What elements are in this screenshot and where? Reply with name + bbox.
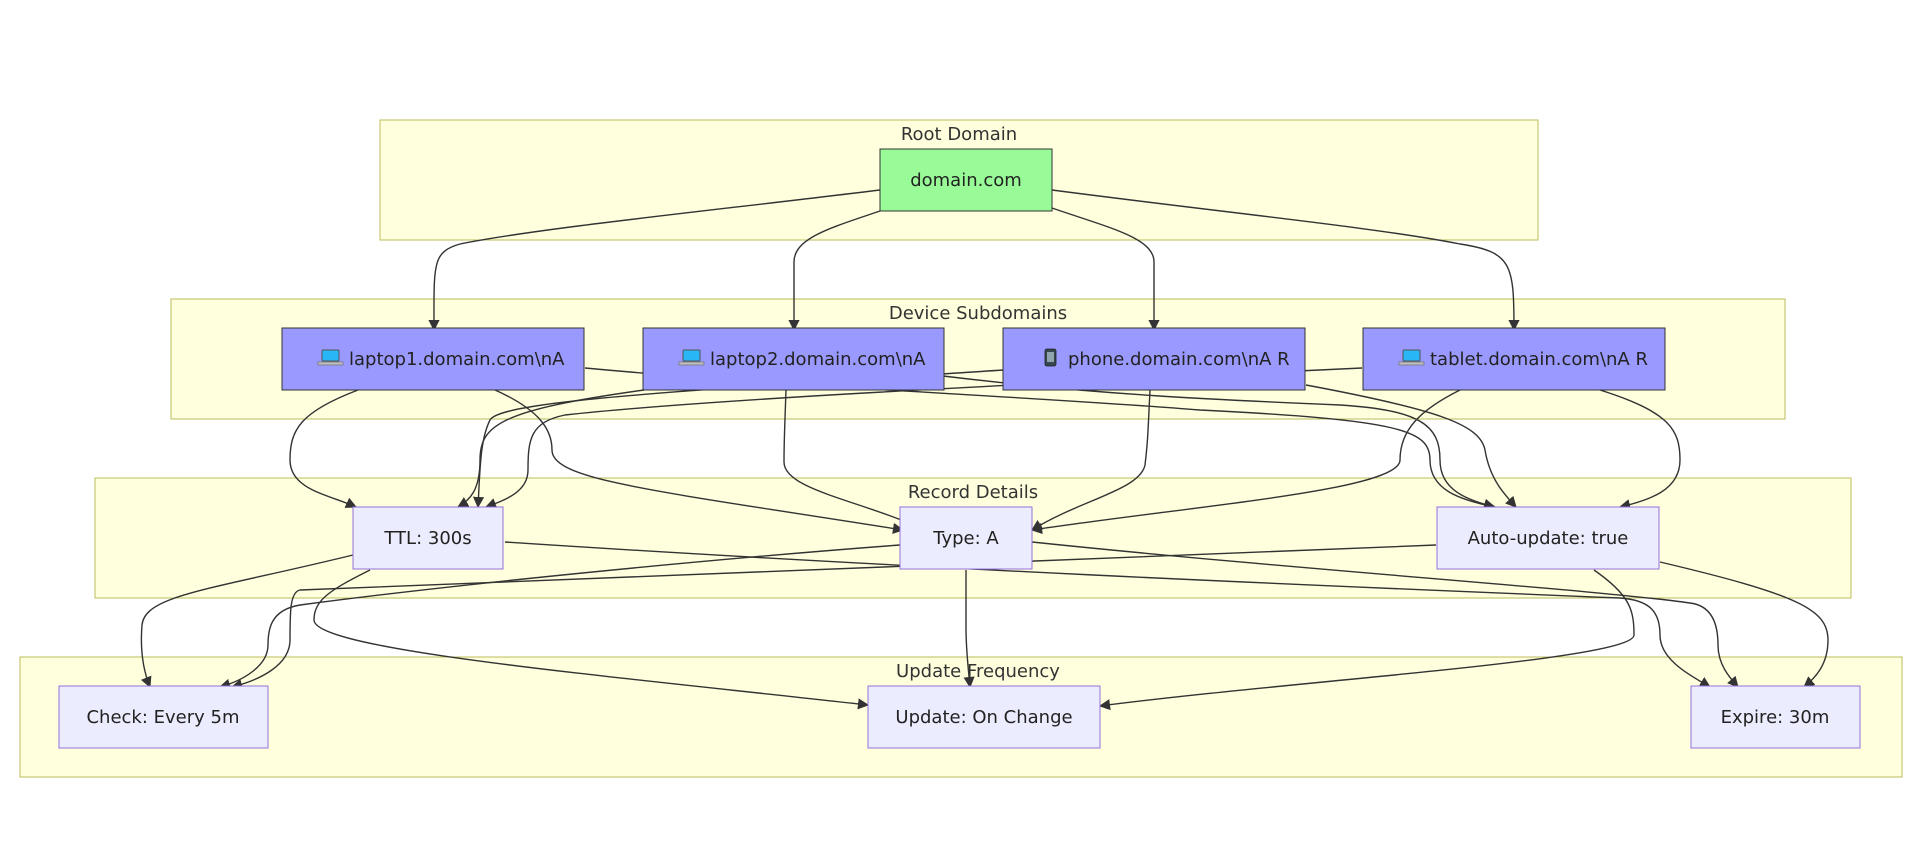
edge-laptop1-type bbox=[494, 389, 905, 534]
edge-domain-laptop1 bbox=[428, 189, 881, 332]
cluster-record-details-label: Record Details bbox=[908, 482, 1038, 503]
laptop-icon bbox=[1398, 349, 1425, 366]
edge-phone-autoupdate bbox=[1305, 384, 1517, 508]
node-laptop2[interactable]: laptop2.domain.com\nA bbox=[642, 327, 945, 391]
cluster-device-subdomains-label: Device Subdomains bbox=[889, 303, 1067, 324]
cluster-update-frequency-label: Update Frequency bbox=[896, 661, 1060, 682]
edge-domain-phone bbox=[1051, 207, 1160, 332]
node-check-label: Check: Every 5m bbox=[86, 707, 239, 728]
node-update[interactable]: Update: On Change bbox=[867, 685, 1101, 749]
node-laptop1-label: laptop1.domain.com\nA bbox=[349, 349, 565, 370]
edge-tablet-autoupdate bbox=[1599, 389, 1681, 511]
node-type[interactable]: Type: A bbox=[899, 506, 1033, 570]
edge-tablet-type bbox=[1030, 389, 1461, 535]
laptop-icon bbox=[678, 349, 705, 366]
node-update-label: Update: On Change bbox=[895, 707, 1072, 728]
node-phone[interactable]: phone.domain.com\nA R bbox=[1002, 327, 1306, 391]
node-autoupdate-label: Auto-update: true bbox=[1468, 528, 1629, 549]
node-expire-label: Expire: 30m bbox=[1721, 707, 1830, 728]
edge-ttl-expire bbox=[504, 541, 1711, 688]
node-tablet[interactable]: tablet.domain.com\nA R bbox=[1362, 327, 1666, 391]
edge-phone-type bbox=[1031, 389, 1151, 531]
node-laptop1[interactable]: laptop1.domain.com\nA bbox=[281, 327, 585, 391]
phone-icon bbox=[1044, 348, 1057, 367]
edge-domain-tablet bbox=[1051, 189, 1520, 332]
node-ttl[interactable]: TTL: 300s bbox=[352, 506, 504, 570]
node-ttl-label: TTL: 300s bbox=[383, 528, 471, 549]
edge-ttl-check bbox=[140, 554, 354, 689]
edge-type-update bbox=[963, 570, 975, 689]
edge-laptop2-type bbox=[783, 389, 927, 531]
node-phone-label: phone.domain.com\nA R bbox=[1068, 349, 1290, 370]
edge-type-check bbox=[218, 544, 901, 690]
node-expire[interactable]: Expire: 30m bbox=[1690, 685, 1861, 749]
edge-laptop1-ttl bbox=[289, 389, 359, 508]
edge-type-expire bbox=[1031, 541, 1739, 688]
node-tablet-label: tablet.domain.com\nA R bbox=[1430, 349, 1648, 370]
node-laptop2-label: laptop2.domain.com\nA bbox=[710, 349, 926, 370]
edge-laptop2-autoupdate bbox=[942, 375, 1496, 510]
cluster-root-domain-label: Root Domain bbox=[901, 124, 1017, 145]
node-check[interactable]: Check: Every 5m bbox=[58, 685, 269, 749]
edges bbox=[140, 189, 1829, 711]
laptop-icon bbox=[317, 349, 344, 366]
edge-autoupdate-update bbox=[1098, 569, 1635, 711]
edge-ttl-update bbox=[313, 569, 870, 710]
node-domain-label: domain.com bbox=[910, 170, 1022, 191]
edge-autoupdate-expire bbox=[1659, 561, 1829, 688]
node-domain[interactable]: domain.com bbox=[879, 148, 1053, 212]
node-type-label: Type: A bbox=[932, 528, 999, 549]
node-autoupdate[interactable]: Auto-update: true bbox=[1436, 506, 1660, 570]
edge-autoupdate-check bbox=[230, 544, 1437, 690]
edge-domain-laptop2 bbox=[788, 210, 881, 332]
